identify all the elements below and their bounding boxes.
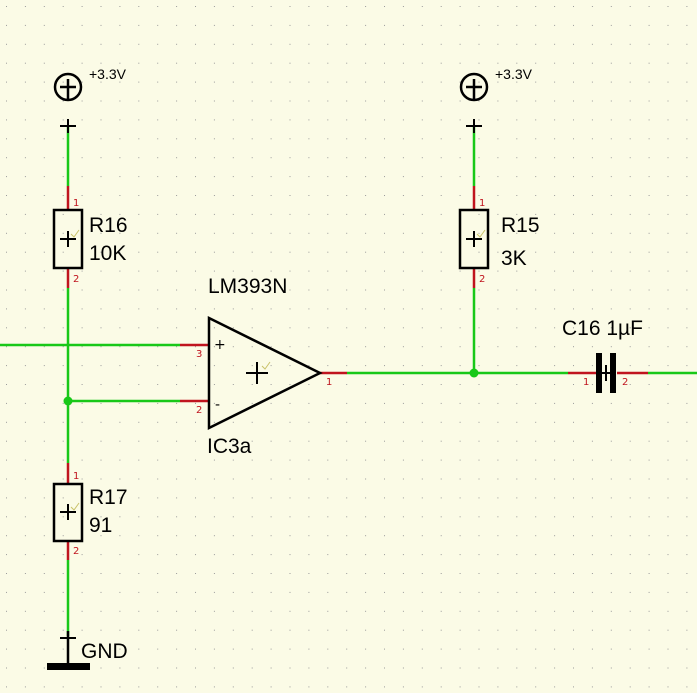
resistor-r16[interactable]	[52, 208, 84, 270]
junction-dot-output	[469, 368, 479, 378]
resistor-r15[interactable]	[458, 208, 490, 270]
r17-name: R17	[89, 486, 128, 509]
r16-pin2-number: 2	[73, 274, 79, 285]
ic3a-plus-sign: +	[214, 337, 226, 353]
capacitor-c16[interactable]	[596, 353, 616, 393]
c16-label: C16 1µF	[562, 317, 643, 340]
r15-name: R15	[501, 214, 540, 237]
resistor-r17[interactable]	[52, 482, 84, 543]
junction-dot-divider	[63, 396, 73, 406]
c16-pin1-number: 1	[583, 377, 589, 388]
c16-pin2-number: 2	[622, 377, 628, 388]
supply-left-label: +3.3V	[89, 66, 127, 82]
r17-pin1-number: 1	[73, 471, 79, 482]
supply-vcc-left[interactable]	[53, 72, 83, 133]
ic3a-pin1-number: 1	[326, 377, 332, 388]
r17-pin2-number: 2	[73, 546, 79, 557]
comparator-ic3a[interactable]	[207, 315, 323, 431]
ic3a-name: IC3a	[207, 435, 252, 458]
r16-name: R16	[89, 214, 128, 237]
r15-value: 3K	[501, 247, 527, 270]
ic3a-minus-sign: -	[215, 397, 220, 413]
r16-value: 10K	[89, 242, 126, 265]
ic3a-pin3-number: 3	[196, 349, 202, 360]
r16-pin1-number: 1	[73, 198, 79, 209]
r17-value: 91	[89, 514, 112, 537]
ic3a-part-number: LM393N	[208, 275, 287, 298]
gnd-label: GND	[81, 640, 128, 663]
ic3a-pin2-number: 2	[196, 405, 202, 416]
ground-symbol[interactable]	[47, 631, 90, 670]
r15-pin1-number: 1	[479, 198, 485, 209]
supply-vcc-right[interactable]	[459, 72, 489, 133]
supply-right-label: +3.3V	[495, 66, 533, 82]
r15-pin2-number: 2	[479, 274, 485, 285]
